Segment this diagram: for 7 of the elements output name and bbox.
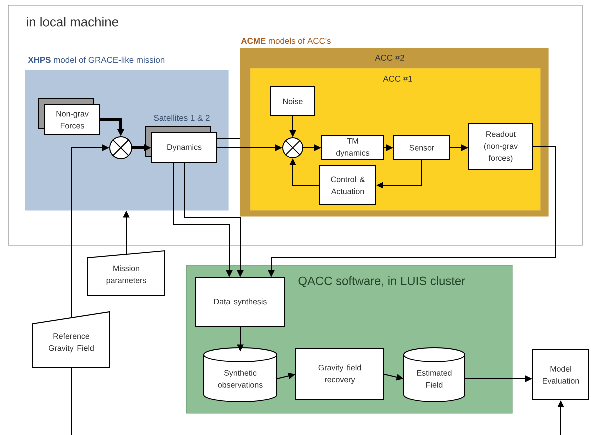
- connector-line: [217, 138, 240, 140]
- box-caption: Satellites 1 & 2: [154, 114, 210, 122]
- summing-junction: [110, 136, 132, 160]
- summing-junction: [282, 138, 304, 158]
- node-label: ACME models of ACC's: [241, 38, 331, 44]
- connector-line: [71, 368, 72, 435]
- node-label: XHPS model of GRACE-like mission: [28, 56, 165, 64]
